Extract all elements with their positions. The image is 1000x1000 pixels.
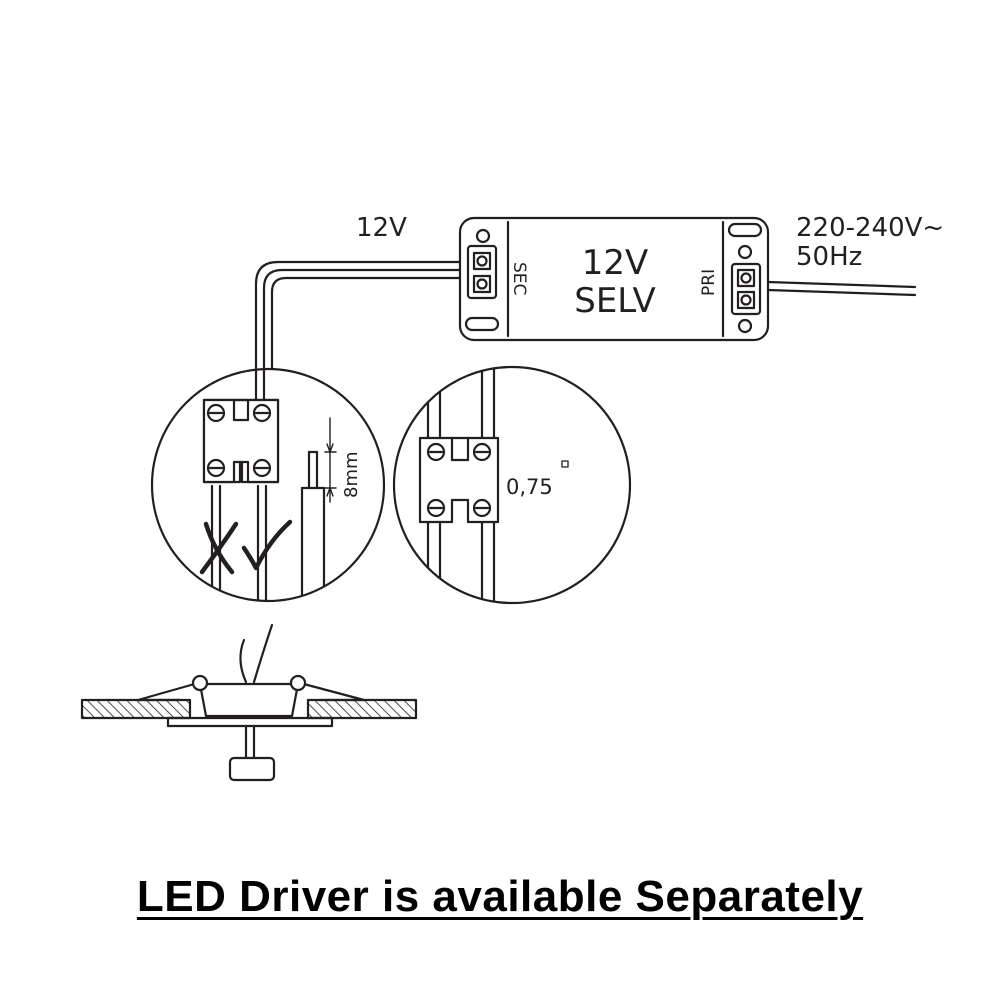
detail-circle-stripping [150,367,386,603]
driver-voltage-label: 12V [582,243,649,283]
wire-section-label: 0,75 [506,475,553,499]
output-voltage-label: 12V [356,213,407,243]
pri-label: PRI [699,269,719,296]
detail-circle-section [392,365,632,605]
led-driver-box [458,216,770,342]
output-cable [254,260,464,370]
footer-notice: LED Driver is available Separately [0,872,1000,922]
input-frequency-label: 50Hz [796,242,862,272]
recessed-fitting [80,623,418,782]
footer-text: LED Driver is available Separately [136,872,864,921]
driver-type-label: SELV [574,281,656,321]
sec-label: SEC [509,262,529,295]
mains-cable [766,280,917,297]
input-voltage-label: 220-240V~ [796,213,944,243]
strip-length-label: 8mm [341,451,362,498]
